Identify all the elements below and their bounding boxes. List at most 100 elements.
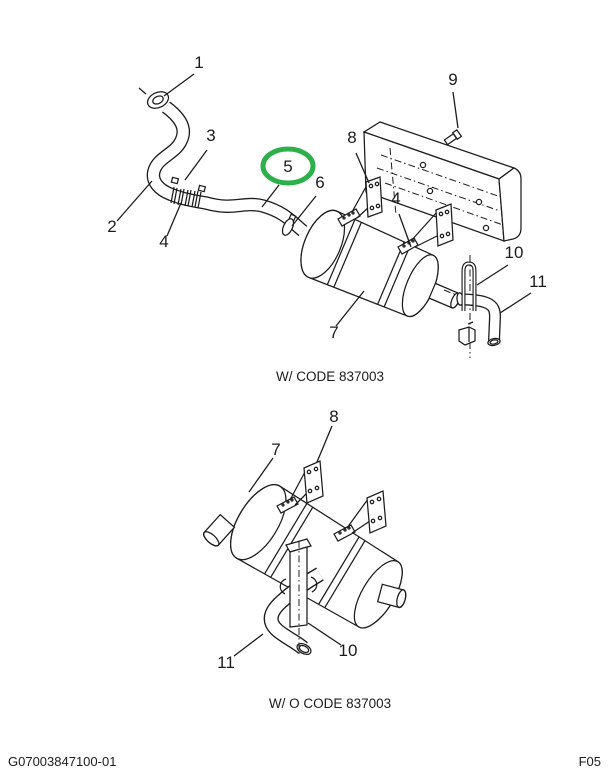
muffler-top-view — [300, 209, 461, 318]
bracket-hole — [444, 209, 450, 215]
leader-line — [335, 290, 365, 327]
callout-label-10[interactable]: 10 — [339, 641, 358, 660]
clamp-band — [281, 218, 295, 236]
callout-label-1[interactable]: 1 — [194, 53, 203, 72]
callout-label-5[interactable]: 5 — [283, 157, 292, 176]
leader-line — [355, 152, 370, 184]
tailpipe-assembly-bottom — [263, 538, 324, 656]
callout-4-bellows[interactable]: 4 — [159, 202, 182, 251]
callout-11-bottom[interactable]: 11 — [217, 633, 264, 672]
callout-6[interactable]: 6 — [291, 173, 325, 227]
bracket-strut — [289, 469, 307, 501]
callout-10-bottom[interactable]: 10 — [307, 622, 358, 660]
part-5-highlight-ellipse — [260, 146, 316, 186]
callout-2[interactable]: 2 — [107, 180, 153, 236]
leader-line — [398, 213, 412, 248]
callout-7-top[interactable]: 7 — [329, 290, 365, 342]
callout-9[interactable]: 9 — [448, 70, 459, 129]
leader-line — [499, 292, 532, 314]
gasket-tab — [138, 87, 147, 95]
callout-7-bottom[interactable]: 7 — [248, 440, 281, 493]
callout-8-bottom[interactable]: 8 — [316, 407, 339, 463]
leader-line — [166, 202, 182, 237]
callout-label-4a[interactable]: 4 — [159, 232, 168, 251]
bolt-hole — [482, 224, 490, 232]
leader-line — [261, 184, 280, 208]
clamp-arc — [279, 578, 287, 595]
callout-label-8[interactable]: 8 — [347, 128, 356, 147]
bracket-hole — [369, 499, 375, 505]
bottom-view-caption: W/ O CODE 837003 — [269, 696, 391, 711]
bracket-hole — [370, 518, 376, 524]
muffler-outlet-stub — [376, 583, 407, 609]
bracket-front — [276, 460, 324, 514]
frame-rail-holes-centerline — [384, 182, 504, 226]
callout-label-3[interactable]: 3 — [206, 126, 215, 145]
rivet — [343, 528, 347, 532]
callout-label-8[interactable]: 8 — [329, 407, 338, 426]
bracket-hole — [307, 488, 313, 494]
callout-4-bracket[interactable]: 4 — [391, 189, 412, 248]
leader-line — [184, 149, 208, 181]
bellows-clamp-rear — [197, 184, 207, 193]
bracket-hole — [445, 231, 451, 237]
callout-label-2[interactable]: 2 — [107, 217, 116, 236]
bracket-front — [337, 176, 383, 227]
elbow-core — [458, 294, 500, 342]
leader-line — [233, 633, 264, 657]
top-view-caption: W/ CODE 837003 — [276, 369, 384, 384]
callout-11-top[interactable]: 11 — [499, 272, 547, 314]
bracket-hole — [369, 205, 375, 211]
callout-label-10[interactable]: 10 — [505, 243, 524, 262]
rivet — [402, 244, 406, 248]
hanger-block-bolt — [467, 321, 474, 325]
mounting-bolt — [443, 128, 463, 146]
bracket-rear — [397, 203, 454, 255]
callout-3[interactable]: 3 — [184, 126, 216, 181]
callout-8-top[interactable]: 8 — [347, 128, 370, 184]
callout-1[interactable]: 1 — [163, 53, 204, 97]
bolt-hole — [419, 161, 427, 169]
leader-line — [163, 73, 195, 97]
leader-line — [316, 425, 333, 463]
hanger-block — [458, 321, 476, 346]
callout-label-11[interactable]: 11 — [217, 653, 235, 672]
clamp-arc — [310, 576, 318, 593]
callout-5-highlighted[interactable]: 5 — [260, 146, 316, 208]
clamp-bolt — [170, 176, 180, 185]
bracket-hole — [438, 211, 444, 217]
callout-label-7[interactable]: 7 — [271, 440, 280, 459]
muffler-inlet-dome — [300, 209, 346, 279]
muffler-inlet-clamp — [281, 213, 297, 236]
callout-10-top[interactable]: 10 — [476, 243, 524, 286]
muffler-inlet-dome — [230, 484, 287, 561]
callout-label-11[interactable]: 11 — [529, 272, 547, 291]
callout-label-7[interactable]: 7 — [329, 323, 338, 342]
rivet — [351, 211, 355, 215]
pipe-flange-gasket — [146, 91, 170, 109]
muffler-band-front — [264, 503, 314, 578]
muffler-band-rear — [318, 536, 366, 609]
callout-label-9[interactable]: 9 — [448, 70, 457, 89]
bottom-view-without-code: 7 8 10 11 W/ O CODE 837003 — [203, 407, 407, 711]
inlet-pipe-assembly — [138, 87, 308, 237]
alignment-centerline — [443, 289, 460, 297]
bracket-hole — [306, 469, 312, 475]
rivet — [290, 498, 294, 502]
bracket-hole — [375, 203, 381, 209]
bracket-rear — [333, 490, 387, 542]
hanger-block-body — [458, 326, 476, 346]
inlet-stub-opening — [203, 531, 220, 547]
bracket-plate — [435, 203, 454, 247]
leader-line — [476, 264, 509, 286]
frame-rail — [362, 121, 522, 242]
rivet — [281, 503, 285, 507]
muffler-band-front — [326, 219, 362, 288]
bracket-strut — [351, 520, 371, 534]
bracket-hole — [377, 515, 383, 521]
callout-label-6[interactable]: 6 — [315, 173, 324, 192]
callout-label-4b[interactable]: 4 — [391, 189, 400, 208]
leader-line — [452, 91, 459, 129]
muffler-band-rear — [376, 241, 412, 308]
